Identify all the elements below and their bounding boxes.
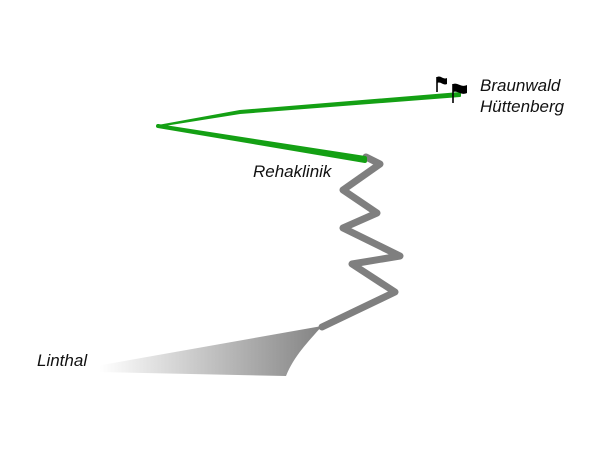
green-route-upper: [157, 92, 461, 127]
serpentine-road: [318, 153, 404, 331]
valley-section: [96, 326, 322, 376]
label-braunwald: Braunwald: [480, 76, 561, 95]
label-huettenberg: Hüttenberg: [480, 97, 565, 116]
label-rehaklinik: Rehaklinik: [253, 162, 333, 181]
label-linthal: Linthal: [37, 351, 88, 370]
flag-icon: [452, 83, 467, 103]
green-route-lower: [156, 124, 367, 163]
flag-icon: [436, 76, 447, 92]
